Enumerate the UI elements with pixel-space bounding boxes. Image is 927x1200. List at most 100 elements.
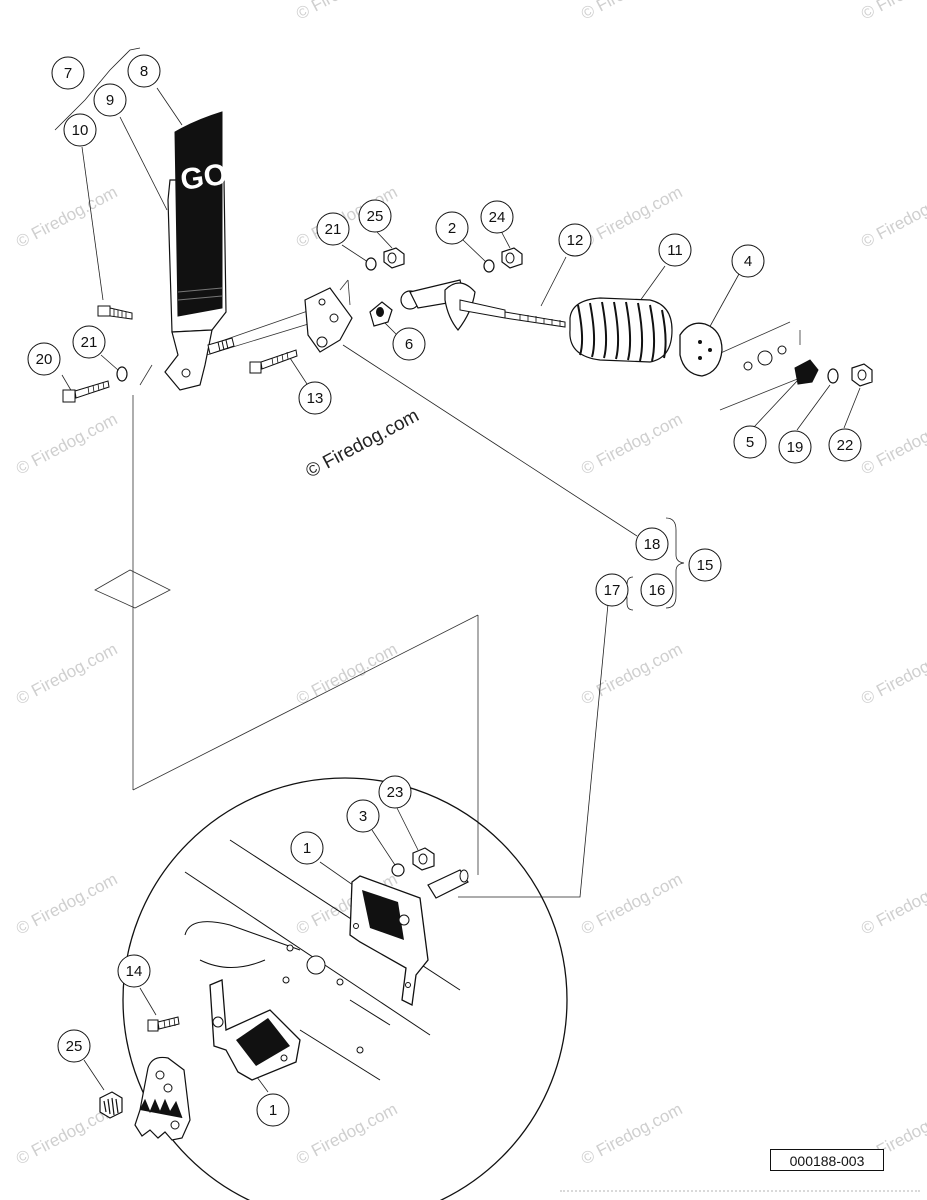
callout-circle bbox=[63, 113, 97, 147]
watermark: © Firedog.com bbox=[13, 182, 121, 251]
callout-circle bbox=[256, 1093, 290, 1127]
bolt-10 bbox=[97, 305, 133, 320]
watermark: © Firedog.com bbox=[578, 0, 686, 24]
callout-circle bbox=[435, 211, 469, 245]
callout-circle bbox=[392, 327, 426, 361]
callout-label: 9 bbox=[106, 92, 114, 109]
washer-21 bbox=[116, 366, 128, 382]
callout-label: 14 bbox=[126, 963, 143, 980]
bracket-1-upper bbox=[349, 875, 429, 1006]
callout-label: 25 bbox=[66, 1038, 83, 1055]
callout-label: 24 bbox=[489, 209, 506, 226]
callout-circle bbox=[127, 54, 161, 88]
callout-c18: 18 bbox=[635, 527, 669, 561]
frame-hole bbox=[336, 978, 344, 986]
callout-circle bbox=[658, 233, 692, 267]
bushing-17 bbox=[427, 869, 469, 899]
callout-label: 18 bbox=[644, 536, 661, 553]
callout-c1a: 1 bbox=[290, 831, 324, 865]
watermark: © Firedog.com bbox=[293, 1099, 401, 1168]
frame-hole bbox=[743, 361, 753, 371]
callout-circle bbox=[731, 244, 765, 278]
callout-label: 5 bbox=[746, 434, 754, 451]
pedal-stud bbox=[207, 337, 235, 355]
watermark: © Firedog.com bbox=[578, 869, 686, 938]
callout-circle bbox=[72, 325, 106, 359]
callout-c10: 10 bbox=[63, 113, 97, 147]
watermark-layer: © Firedog.com © Firedog.com © Firedog.co… bbox=[13, 0, 927, 1169]
spring-cup-4 bbox=[679, 322, 723, 377]
nut-25 bbox=[99, 1091, 123, 1119]
rod-yoke bbox=[400, 279, 506, 331]
callout-circle bbox=[480, 200, 514, 234]
callout-circle bbox=[93, 83, 127, 117]
callout-c23: 23 bbox=[378, 775, 412, 809]
callout-c25b: 25 bbox=[57, 1029, 91, 1063]
watermark: © Firedog.com bbox=[293, 0, 401, 24]
callout-circle bbox=[733, 425, 767, 459]
ratchet-plate bbox=[134, 1056, 191, 1141]
callout-circle bbox=[117, 954, 151, 988]
callout-circle bbox=[778, 430, 812, 464]
document-number: 000188-003 bbox=[770, 1149, 884, 1171]
threaded-rod-12 bbox=[504, 311, 566, 328]
callout-circle bbox=[57, 1029, 91, 1063]
detail-circle bbox=[122, 777, 568, 1200]
callout-circle bbox=[688, 548, 722, 582]
callout-c11: 11 bbox=[658, 233, 692, 267]
callout-c8: 8 bbox=[127, 54, 161, 88]
callout-circle bbox=[828, 428, 862, 462]
footer-dotted-line bbox=[560, 1190, 920, 1196]
callout-label: 23 bbox=[387, 784, 404, 801]
callout-label: 22 bbox=[837, 437, 854, 454]
washer-21 bbox=[365, 257, 377, 271]
watermark: © Firedog.com bbox=[578, 639, 686, 708]
callout-c16: 16 bbox=[640, 573, 674, 607]
callout-c6: 6 bbox=[392, 327, 426, 361]
callout-circle bbox=[346, 799, 380, 833]
washer-2 bbox=[483, 259, 495, 273]
callout-label: 13 bbox=[307, 390, 324, 407]
callout-label: 7 bbox=[64, 65, 72, 82]
frame-hole bbox=[356, 1046, 364, 1054]
callout-label: 12 bbox=[567, 232, 584, 249]
nut-24 bbox=[501, 247, 523, 269]
callout-circle bbox=[358, 199, 392, 233]
callout-label: 21 bbox=[325, 221, 342, 238]
callout-c14: 14 bbox=[117, 954, 151, 988]
accelerator-pedal: GO bbox=[97, 111, 235, 391]
callout-c3: 3 bbox=[346, 799, 380, 833]
watermark: © Firedog.com bbox=[578, 1099, 686, 1168]
watermark: © Firedog.com bbox=[858, 182, 927, 251]
frame-hole bbox=[306, 955, 326, 975]
callout-label: 20 bbox=[36, 351, 53, 368]
callout-label: 25 bbox=[367, 208, 384, 225]
callout-circle bbox=[595, 573, 629, 607]
callout-circle bbox=[316, 212, 350, 246]
callout-label: 10 bbox=[72, 122, 89, 139]
callout-label: 1 bbox=[269, 1102, 277, 1119]
callout-label: 16 bbox=[649, 582, 666, 599]
callout-label: 2 bbox=[448, 220, 456, 237]
callout-c9: 9 bbox=[93, 83, 127, 117]
watermark: © Firedog.com bbox=[858, 409, 927, 478]
lever-arm-18 bbox=[304, 287, 353, 353]
bolt-14 bbox=[147, 1016, 180, 1032]
callout-c15: 15 bbox=[688, 548, 722, 582]
callout-c13: 13 bbox=[298, 381, 332, 415]
callout-circle bbox=[27, 342, 61, 376]
callout-label: 17 bbox=[604, 582, 621, 599]
bolt-13 bbox=[249, 349, 298, 374]
frame-hole bbox=[757, 350, 773, 366]
callout-c25a: 25 bbox=[358, 199, 392, 233]
frame-hole bbox=[282, 976, 290, 984]
callout-circle bbox=[635, 527, 669, 561]
watermark: © Firedog.com bbox=[858, 639, 927, 708]
callout-c24: 24 bbox=[480, 200, 514, 234]
spring-11 bbox=[569, 297, 673, 363]
callout-circle bbox=[51, 56, 85, 90]
callout-c5: 5 bbox=[733, 425, 767, 459]
callout-c4: 4 bbox=[731, 244, 765, 278]
